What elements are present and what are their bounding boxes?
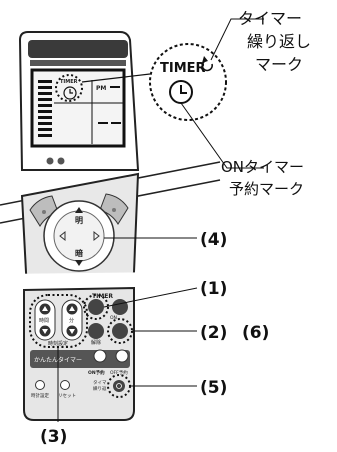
hour-up-icon [42,306,48,311]
cancel-label: 解除 [91,339,101,346]
lcd-pm-label: PM [96,85,106,92]
easy-on-button[interactable] [93,349,107,363]
timer-header-label: TIMER [92,293,113,300]
on-label: ON [110,315,117,321]
remote-control: TIMER PM [0,31,337,421]
lcd-timer-label: TIMER [60,79,78,85]
zoom-repeat-icon [201,56,214,72]
hour-down-icon [42,329,48,334]
repeat-mark-line-1: タイマー [238,9,302,28]
dpad-up-label: 明 [75,216,83,225]
on-timer-button[interactable] [88,299,104,315]
callout-1: (1) [200,279,227,299]
reset-button[interactable] [60,380,70,390]
zoom-timer-label: TIMER [160,61,206,76]
on-timer-mark-line-2: 予約マーク [229,180,304,198]
off-reserve-label: OFF予約 [110,369,128,376]
repeat-mark-line-2: 繰り返し [247,32,311,51]
repeat-mark-leader [210,18,264,61]
callout-3: (3) [40,427,67,447]
lcd-timer-highlight [55,74,83,102]
dpad-down-arrow[interactable] [75,260,83,266]
lcd-clock-icon [63,86,77,100]
dpad-up-arrow[interactable] [75,207,83,213]
remote-lower-cut [0,270,337,292]
lcd-segment-bottom-1 [98,122,108,124]
zoom-leader-line [81,73,151,83]
clock-set-label: 時計設定 [31,392,49,399]
timer-repeat-label-2: 繰り返 [93,385,107,392]
right-shoulder-dot [112,208,116,212]
dpad-left-arrow[interactable] [59,230,66,242]
timer-set-button[interactable] [112,323,128,339]
lcd-screen: TIMER PM [30,68,126,148]
timer-repeat-icon [116,383,122,389]
leader-1 [103,287,198,308]
on-timer-highlight [83,294,109,320]
easy-off-button[interactable] [115,349,129,363]
dpad-right-arrow[interactable] [93,230,100,242]
callout-4: (4) [200,230,227,250]
reset-label: リセット [58,393,76,399]
remote-top-band-stripe [30,60,126,66]
timer-repeat-button[interactable] [113,380,125,392]
dpad-down-label: 暗 [75,248,83,258]
zoom-circle [149,43,227,121]
callout-5: (5) [200,378,227,398]
minute-label: 分 [69,317,74,324]
on-timer-mark-line-1: ONタイマー [221,158,304,176]
hour-label: 時間 [39,318,49,324]
remote-top-band [28,40,128,58]
minute-up-icon [69,306,75,311]
on-reserve-label: ON予約 [88,369,105,376]
callout-6: (6) [242,323,269,343]
repeat-mark-line-3: マーク [255,55,303,74]
dpad[interactable] [43,200,115,272]
indicator-dot-1 [46,157,54,165]
time-set-label: 時刻設定 [48,340,68,347]
lcd-segment-top [110,86,120,88]
left-shoulder-dot [42,210,46,214]
lcd-segment-bottom-2 [111,122,121,124]
clock-set-button[interactable] [35,380,45,390]
off-timer-button[interactable] [112,299,128,315]
indicator-dot-2 [57,157,65,165]
cancel-button[interactable] [88,323,104,339]
callout-2: (2) [200,323,227,343]
on-timer-mark-leader [180,102,264,169]
timer-repeat-label-1: タイマ [93,379,107,386]
timer-zoom-callout: TIMER [81,18,264,169]
minute-down-icon [69,329,75,334]
lcd-bar-graph [38,80,52,137]
